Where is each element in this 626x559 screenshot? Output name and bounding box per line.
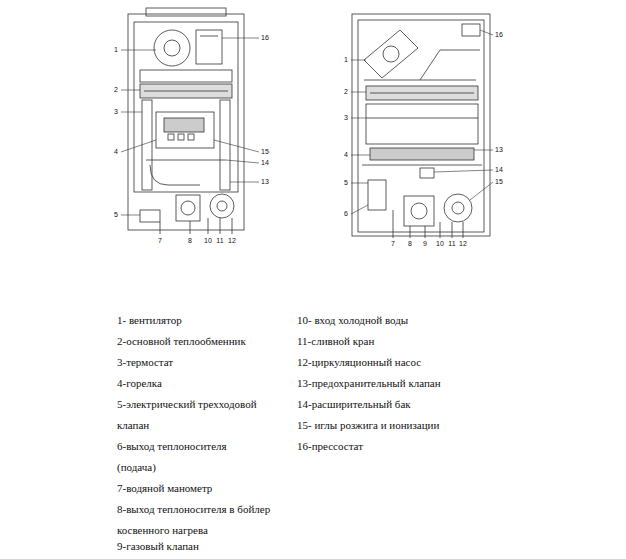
legend-entry: 13-предохранительный клапан	[297, 373, 441, 394]
callout-number: 1	[114, 46, 118, 54]
callout-number: 2	[344, 88, 348, 96]
callout-number: 16	[261, 34, 269, 42]
callout-number: 3	[114, 108, 118, 116]
legend-entry: 16-прессостат	[297, 436, 363, 457]
legend-entry: 1- вентилятор	[117, 310, 182, 331]
legend-entry: 7-водяной манометр	[117, 478, 212, 499]
callout-number: 4	[344, 151, 348, 159]
legend-entry: 14-расширительный бак	[297, 394, 411, 415]
callout-number: 14	[495, 166, 503, 174]
legend-entry: 11-сливной кран	[297, 331, 374, 352]
callout-number: 1	[344, 56, 348, 64]
callout-number: 16	[495, 31, 503, 39]
callout-number: 8	[188, 237, 192, 245]
callout-number: 12	[228, 237, 236, 245]
left-boiler-view	[128, 8, 244, 234]
callout-number: 4	[114, 148, 118, 156]
legend-entry: 10- вход холодной воды	[297, 310, 408, 331]
legend-entry: 15- иглы розжига и ионизации	[297, 415, 439, 436]
legend-entry: 9-газовый клапан	[117, 536, 199, 557]
callout-number: 11	[448, 240, 455, 248]
callout-number: 6	[344, 210, 348, 218]
callout-number: 3	[344, 114, 348, 122]
legend-entry: 12-циркуляционный насос	[297, 352, 421, 373]
callout-number: 9	[423, 240, 427, 248]
callout-number: 13	[261, 178, 269, 186]
callout-number: 8	[408, 240, 412, 248]
callout-number: 15	[495, 178, 503, 186]
callout-number: 10	[204, 237, 212, 245]
callout-number: 2	[114, 86, 118, 94]
callout-number: 5	[114, 211, 118, 219]
legend-entry: 2-основной теплообменник	[117, 331, 246, 352]
legend-entry: 3-термостат	[117, 352, 173, 373]
legend-entry: 6-выход теплоносителя (подача)	[117, 436, 247, 478]
callout-number: 7	[158, 237, 162, 245]
legend-entry: 8-выход теплоносителя в бойлер косвенног…	[117, 499, 292, 541]
callout-number: 15	[261, 148, 269, 156]
callout-number: 11	[216, 237, 223, 245]
callout-number: 12	[459, 240, 467, 248]
legend-entry: 5-электрический трехходовой клапан	[117, 394, 277, 436]
callout-number: 13	[495, 146, 503, 154]
right-boiler-view	[352, 14, 490, 238]
leader-lines	[121, 30, 493, 215]
legend-entry: 4-горелка	[117, 373, 162, 394]
callout-number: 5	[344, 179, 348, 187]
callout-number: 14	[261, 159, 269, 167]
callout-number: 10	[436, 240, 444, 248]
callout-number: 7	[391, 240, 395, 248]
